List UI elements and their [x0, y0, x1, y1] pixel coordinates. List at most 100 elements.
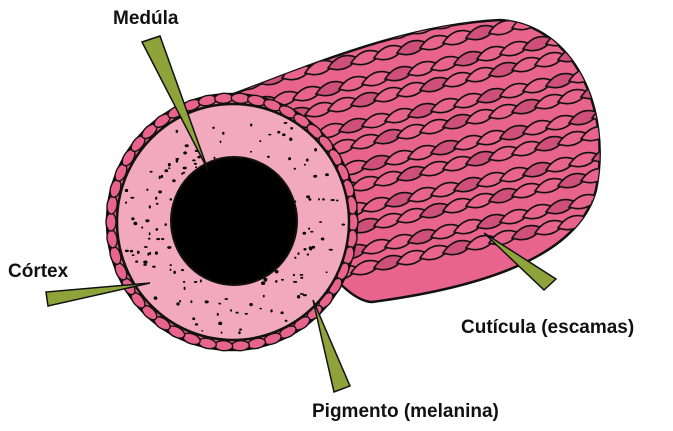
- pigment-granule: [249, 303, 253, 306]
- pigment-granule: [268, 134, 271, 136]
- pigment-granule: [308, 227, 310, 229]
- pigment-granule: [164, 169, 168, 172]
- pigment-granule: [281, 279, 284, 281]
- pigment-granule: [168, 167, 170, 169]
- pigment-granule: [259, 308, 262, 310]
- pigment-granule: [167, 246, 171, 249]
- pigment-granule: [217, 313, 219, 316]
- pigment-granule: [169, 264, 172, 266]
- cuticle-scale: [328, 14, 358, 28]
- pigment-granule: [137, 251, 140, 254]
- pigment-granule: [329, 249, 333, 251]
- pigment-granule: [297, 295, 300, 299]
- pigment-granule: [263, 295, 265, 298]
- pigment-granule: [314, 148, 317, 152]
- pigment-granule: [145, 219, 149, 222]
- pigmento-pointer: [313, 300, 350, 392]
- pigment-granule: [289, 137, 292, 140]
- cuticle-scale: [558, 6, 588, 20]
- pigment-granule: [158, 190, 162, 193]
- pigment-granule: [164, 223, 167, 226]
- cuticle-scale: [581, 1, 611, 15]
- medula-label: Medúla: [113, 9, 178, 28]
- pigment-granule: [130, 250, 133, 253]
- pigment-granule: [133, 222, 137, 225]
- rim-scallop: [106, 213, 116, 231]
- pigment-granule: [294, 257, 296, 259]
- pigment-granule: [152, 266, 156, 268]
- pigment-granule: [222, 132, 224, 135]
- pigment-granule: [218, 303, 221, 305]
- cuticle-scale: [282, 24, 312, 38]
- pigment-granule: [159, 176, 161, 180]
- pigment-granule: [176, 130, 178, 133]
- pigment-granule: [302, 232, 306, 235]
- pigment-granule: [224, 298, 228, 300]
- cuticle-scale: [374, 4, 404, 18]
- pigment-granule: [192, 159, 196, 161]
- pigment-granule: [155, 197, 157, 200]
- pigment-granule: [161, 238, 164, 240]
- pigment-granule: [304, 164, 306, 166]
- pigment-granule: [148, 238, 151, 240]
- pigment-granule: [280, 311, 283, 314]
- pigment-granule: [282, 133, 286, 136]
- pigment-granule: [307, 253, 309, 255]
- cuticle-scale: [443, 0, 473, 3]
- rim-scallop: [231, 340, 250, 351]
- pigment-granule: [235, 312, 238, 314]
- pigment-granule: [149, 232, 151, 235]
- pigment-granule: [181, 173, 183, 175]
- pigment-granule: [181, 269, 184, 271]
- pigment-granule: [300, 274, 304, 276]
- cuticle-scale: [592, 64, 622, 78]
- pigment-granule: [179, 300, 181, 303]
- pigment-granule: [154, 296, 158, 299]
- pigmento-label: Pigmento (melanina): [312, 402, 499, 421]
- cuticle-scale: [512, 16, 542, 30]
- cuticle-scale: [592, 22, 622, 36]
- pigment-granule: [155, 251, 158, 254]
- pigment-granule: [201, 330, 203, 332]
- pigment-granule: [331, 199, 335, 201]
- pigment-granule: [250, 151, 252, 153]
- pigment-granule: [149, 252, 151, 255]
- rim-scallop: [214, 93, 233, 104]
- pigment-granule: [277, 131, 280, 134]
- pigment-granule: [192, 317, 195, 320]
- pigment-granule: [190, 300, 192, 303]
- pigment-granule: [194, 281, 198, 283]
- pigment-granule: [221, 331, 223, 333]
- cuticle-scale: [351, 9, 381, 23]
- pigment-granule: [146, 189, 148, 191]
- pigment-granule: [170, 268, 172, 271]
- pigment-granule: [200, 279, 202, 282]
- cuticle-scale: [397, 0, 427, 13]
- cuticle-scale: [305, 19, 335, 33]
- cuticle-scale: [535, 11, 565, 25]
- pigment-granule: [183, 151, 187, 154]
- pigment-granule: [161, 175, 164, 178]
- pigment-granule: [259, 140, 261, 142]
- pigment-granule: [325, 173, 329, 176]
- pigment-granule: [306, 158, 309, 161]
- pigment-granule: [220, 141, 222, 144]
- pigment-granule: [261, 281, 265, 285]
- pigment-granule: [212, 127, 215, 129]
- pigment-granule: [130, 197, 134, 199]
- pigment-granule: [125, 201, 127, 203]
- cuticle-scale: [247, 55, 277, 69]
- pigment-granule: [306, 195, 310, 198]
- cuticle-scale: [316, 40, 346, 54]
- pigment-granule: [150, 171, 153, 173]
- pigment-granule: [149, 205, 151, 208]
- cuticle-scale: [420, 0, 450, 8]
- pigment-granule: [238, 331, 240, 334]
- pigment-granule: [270, 309, 272, 312]
- pigment-granule: [308, 198, 311, 201]
- pigment-granule: [250, 123, 252, 126]
- cuticle-scale: [500, 0, 530, 14]
- cuticle-scale: [236, 34, 266, 48]
- pigment-granule: [141, 227, 143, 229]
